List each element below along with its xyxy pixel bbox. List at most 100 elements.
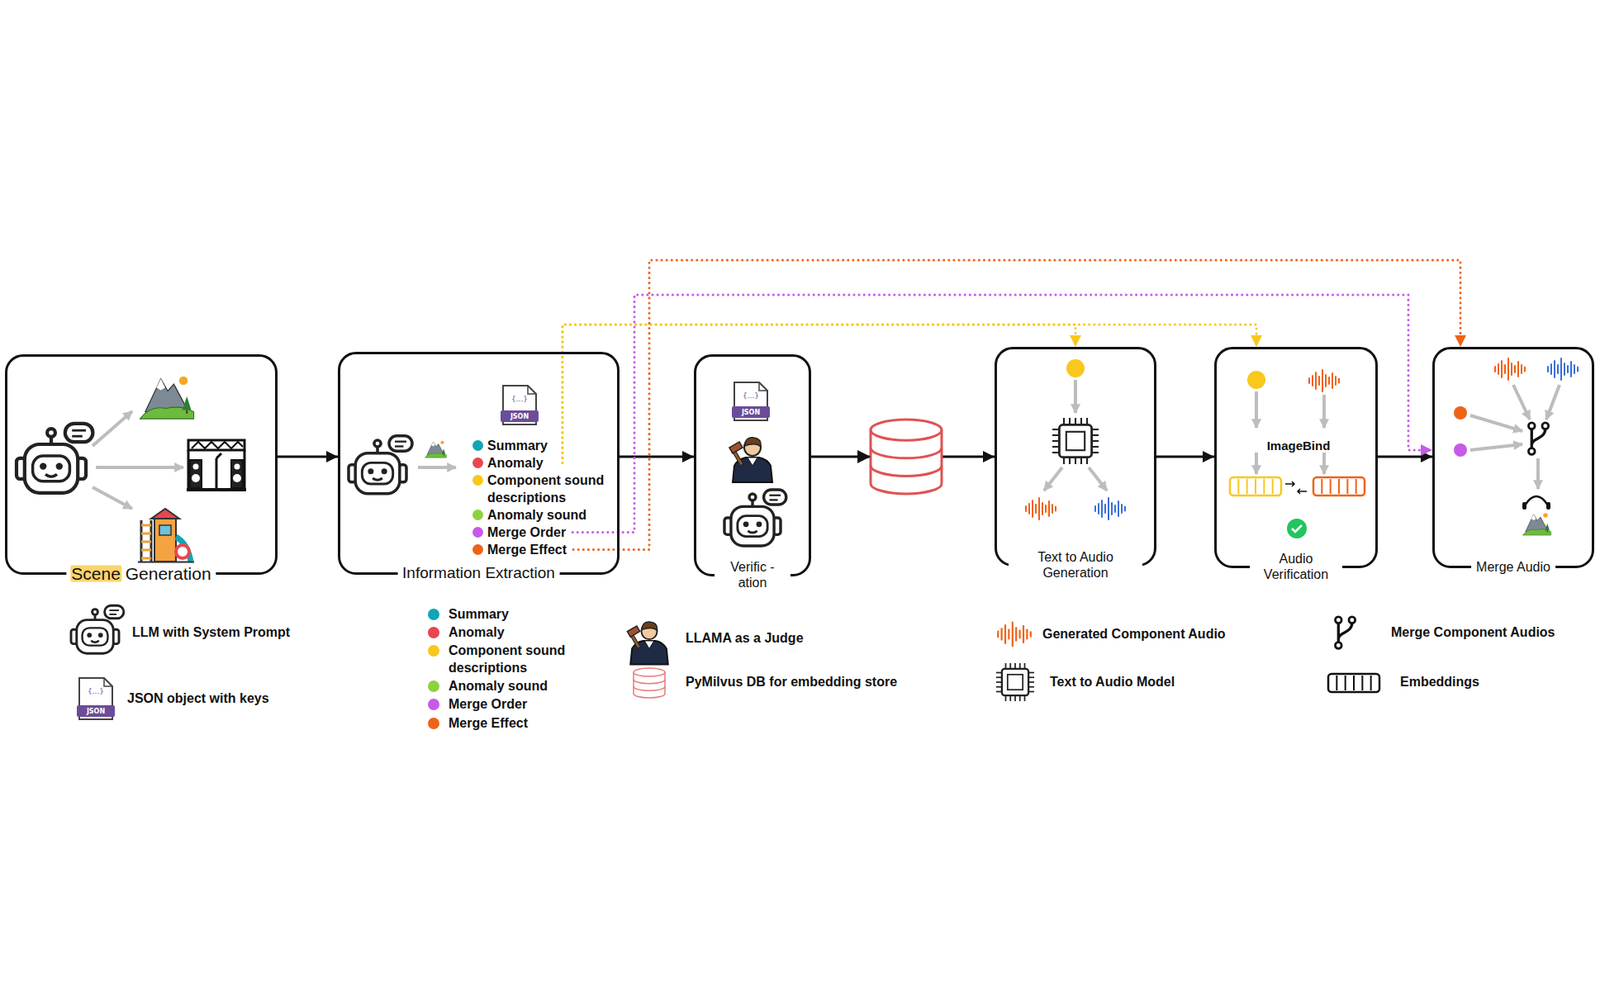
embedding-outline — [1328, 674, 1380, 693]
wave-bar — [1000, 628, 1002, 640]
key-dot — [472, 440, 484, 452]
key-row: Anomaly — [472, 454, 612, 472]
wave-bar — [1524, 367, 1526, 372]
key-dot — [472, 527, 484, 538]
wave-bar — [1500, 360, 1503, 378]
flow-arrow — [1044, 467, 1063, 491]
embedding-cell — [1346, 479, 1349, 494]
mountain — [145, 379, 190, 413]
legend-swatch — [427, 608, 440, 621]
ladder-rung — [141, 557, 152, 561]
merge-node — [1348, 617, 1356, 624]
json-file-icon — [500, 385, 539, 425]
key-dot — [472, 544, 484, 556]
hair — [744, 437, 761, 447]
wave-bar — [1334, 376, 1337, 385]
bubble-line — [394, 441, 407, 443]
db-top — [870, 419, 942, 441]
wheel — [175, 545, 190, 559]
robot-icon — [724, 489, 787, 546]
db-band — [633, 686, 665, 691]
legend-text: LLAMA as a Judge — [685, 629, 804, 647]
chip-core — [1066, 432, 1085, 451]
embedding-cell — [1353, 675, 1355, 691]
flow-arrow — [1254, 452, 1259, 475]
robot-head — [24, 444, 78, 494]
embedding-cell — [1338, 479, 1340, 494]
wave-bar — [1504, 365, 1506, 374]
embedding-cell — [1329, 479, 1332, 494]
collar — [644, 640, 654, 650]
wave-bar — [1110, 503, 1113, 515]
db-top — [633, 668, 665, 677]
file-band — [500, 410, 539, 423]
chip-body — [1058, 424, 1092, 457]
merge-node — [1334, 617, 1342, 624]
embedding-cell — [1361, 675, 1363, 691]
stage-box: ImageBindAudio Verification — [1214, 346, 1378, 569]
ladder-rung — [141, 524, 152, 528]
ladder-rung — [141, 549, 152, 552]
ladder-rung — [141, 541, 152, 544]
wave-bar — [1494, 366, 1496, 372]
robot-icon — [16, 423, 93, 494]
bubble-line — [769, 498, 778, 501]
legend-text: JSON object with keys — [127, 689, 270, 708]
landscape-icon — [140, 376, 195, 419]
slide — [175, 536, 191, 562]
embedding-cell — [1246, 479, 1249, 494]
wave-bar — [1044, 505, 1047, 513]
tree — [182, 396, 192, 411]
merge-node — [1334, 642, 1342, 650]
speaker-cone — [232, 474, 242, 483]
robot-face — [33, 455, 71, 482]
wave-bar — [1514, 365, 1516, 373]
key-dot — [472, 457, 484, 469]
flow-arrow — [1470, 444, 1523, 451]
flow-arrow — [1088, 467, 1107, 491]
wave-bar — [1328, 377, 1330, 385]
robot-eye — [381, 468, 388, 475]
key-text: Anomaly — [487, 454, 612, 472]
wave-bar — [1007, 630, 1010, 640]
key-row: Anomaly sound — [472, 506, 612, 524]
roof — [151, 508, 180, 519]
robot-icon — [71, 605, 124, 654]
flow-arrow — [1536, 458, 1540, 490]
wave-bar — [1051, 504, 1054, 513]
wave-bar — [1025, 630, 1028, 640]
embedding-cell — [1335, 675, 1338, 691]
robot-head — [731, 506, 774, 546]
embedding-icon — [1328, 674, 1380, 693]
wave-bar — [997, 631, 999, 638]
speech-bubble — [104, 605, 124, 618]
box-title: Information Extraction — [397, 564, 561, 584]
robot-mouth — [372, 478, 383, 480]
window — [159, 525, 171, 536]
icon-text: {...} — [511, 394, 528, 404]
headphone-cup — [1546, 502, 1551, 510]
wave-bar — [1550, 364, 1553, 375]
embedding-outline — [1313, 477, 1365, 496]
sun — [440, 441, 444, 445]
legend-text: Anomaly — [448, 623, 505, 641]
landscape-icon — [424, 441, 447, 459]
wave-bar — [1104, 504, 1107, 513]
embedding-outline — [1229, 477, 1282, 496]
audio-wave-icon — [1025, 498, 1056, 520]
icon-text: JSON — [86, 707, 105, 716]
stage-box: Text to Audio Generation — [994, 346, 1157, 567]
merge-order-dot — [1453, 443, 1468, 457]
flow-arrow — [1470, 415, 1523, 432]
file-band — [76, 705, 115, 717]
legend-swatch — [427, 645, 440, 657]
box-title: Merge Audio — [1471, 559, 1556, 575]
wave-bar — [1507, 358, 1510, 380]
model-name: ImageBind — [1267, 438, 1331, 453]
tree-trunk — [1547, 531, 1548, 533]
robot-face — [737, 516, 768, 537]
dotted-connector — [573, 260, 1461, 551]
flow-arrow — [1546, 384, 1560, 420]
json-file-icon — [76, 678, 115, 720]
